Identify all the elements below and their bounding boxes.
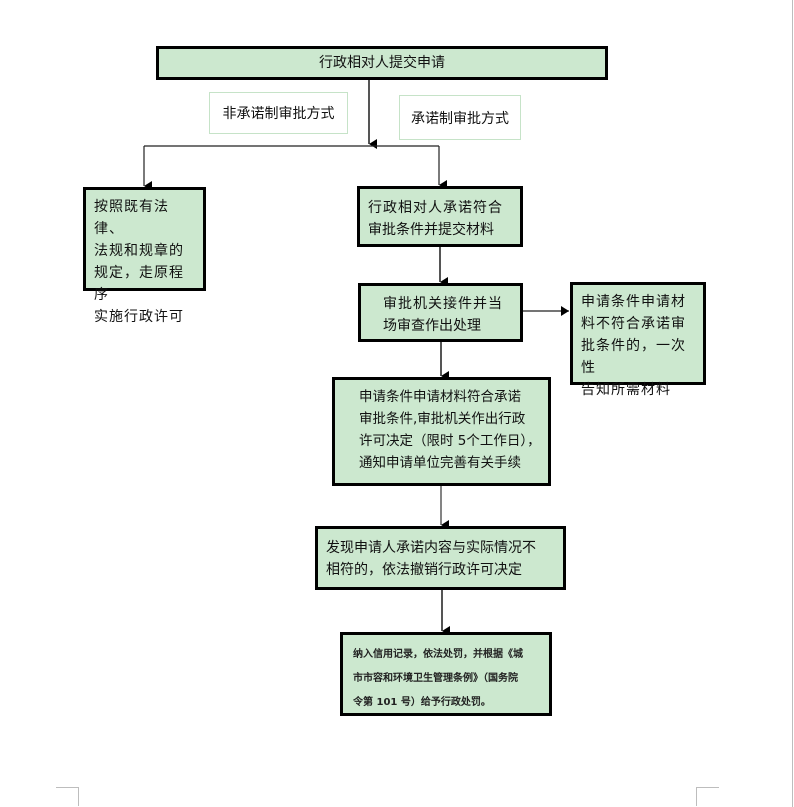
label-commitment: 承诺制审批方式 <box>399 95 521 140</box>
non-commitment-line: 按照既有法律、 <box>94 199 169 237</box>
commit-line: 审批条件并提交材料 <box>368 222 494 238</box>
label-commitment-text: 承诺制审批方式 <box>411 110 509 127</box>
reject-line: 批条件的，一次性 <box>581 338 686 376</box>
commit-box: 行政相对人承诺符合 审批条件并提交材料 <box>357 186 523 247</box>
start-box: 行政相对人提交申请 <box>156 46 608 80</box>
commit-line: 行政相对人承诺符合 <box>368 200 503 216</box>
page-corner-mark-right <box>696 787 719 806</box>
revoke-box: 发现申请人承诺内容与实际情况不 相符的，依法撤销行政许可决定 <box>315 526 566 590</box>
decide-line: 通知申请单位完善有关手续 <box>359 455 521 471</box>
label-non-commitment: 非承诺制审批方式 <box>209 92 348 134</box>
receive-line: 场审查作出处理 <box>383 318 481 334</box>
reject-line: 告知所需材料 <box>581 382 671 398</box>
non-commitment-line: 规定，走原程序 <box>94 265 184 303</box>
non-commitment-line: 实施行政许可 <box>94 309 184 325</box>
receive-line: 审批机关接件并当 <box>383 296 503 312</box>
penalty-line: 令第 101 号）给予行政处罚。 <box>353 697 491 708</box>
decide-line: 许可决定（限时 5个工作日）， <box>359 433 541 449</box>
page-edge-line <box>792 0 793 807</box>
receive-box: 审批机关接件并当 场审查作出处理 <box>358 283 523 342</box>
non-commitment-box: 按照既有法律、 法规和规章的 规定，走原程序 实施行政许可 <box>83 187 206 325</box>
decide-line: 审批条件,审批机关作出行政 <box>359 411 526 427</box>
reject-box: 申请条件申请材 料不符合承诺审 批条件的，一次性 告知所需材料 <box>570 282 706 398</box>
revoke-line: 相符的，依法撤销行政许可决定 <box>326 562 522 578</box>
page-corner-mark-left <box>56 787 79 806</box>
penalty-line: 市市容和环境卫生管理条例》（国务院 <box>353 673 518 684</box>
start-text: 行政相对人提交申请 <box>319 55 445 71</box>
penalty-box: 纳入信用记录，依法处罚，并根据《城 市市容和环境卫生管理条例》（国务院 令第 1… <box>340 632 552 716</box>
decide-box: 申请条件申请材料符合承诺 审批条件,审批机关作出行政 许可决定（限时 5个工作日… <box>332 377 551 486</box>
decide-line: 申请条件申请材料符合承诺 <box>359 389 521 405</box>
label-non-commitment-text: 非承诺制审批方式 <box>222 106 335 122</box>
revoke-line: 发现申请人承诺内容与实际情况不 <box>326 540 536 556</box>
penalty-line: 纳入信用记录，依法处罚，并根据《城 <box>353 649 523 660</box>
reject-line: 料不符合承诺审 <box>581 316 686 332</box>
non-commitment-line: 法规和规章的 <box>94 243 184 259</box>
reject-line: 申请条件申请材 <box>581 294 686 310</box>
